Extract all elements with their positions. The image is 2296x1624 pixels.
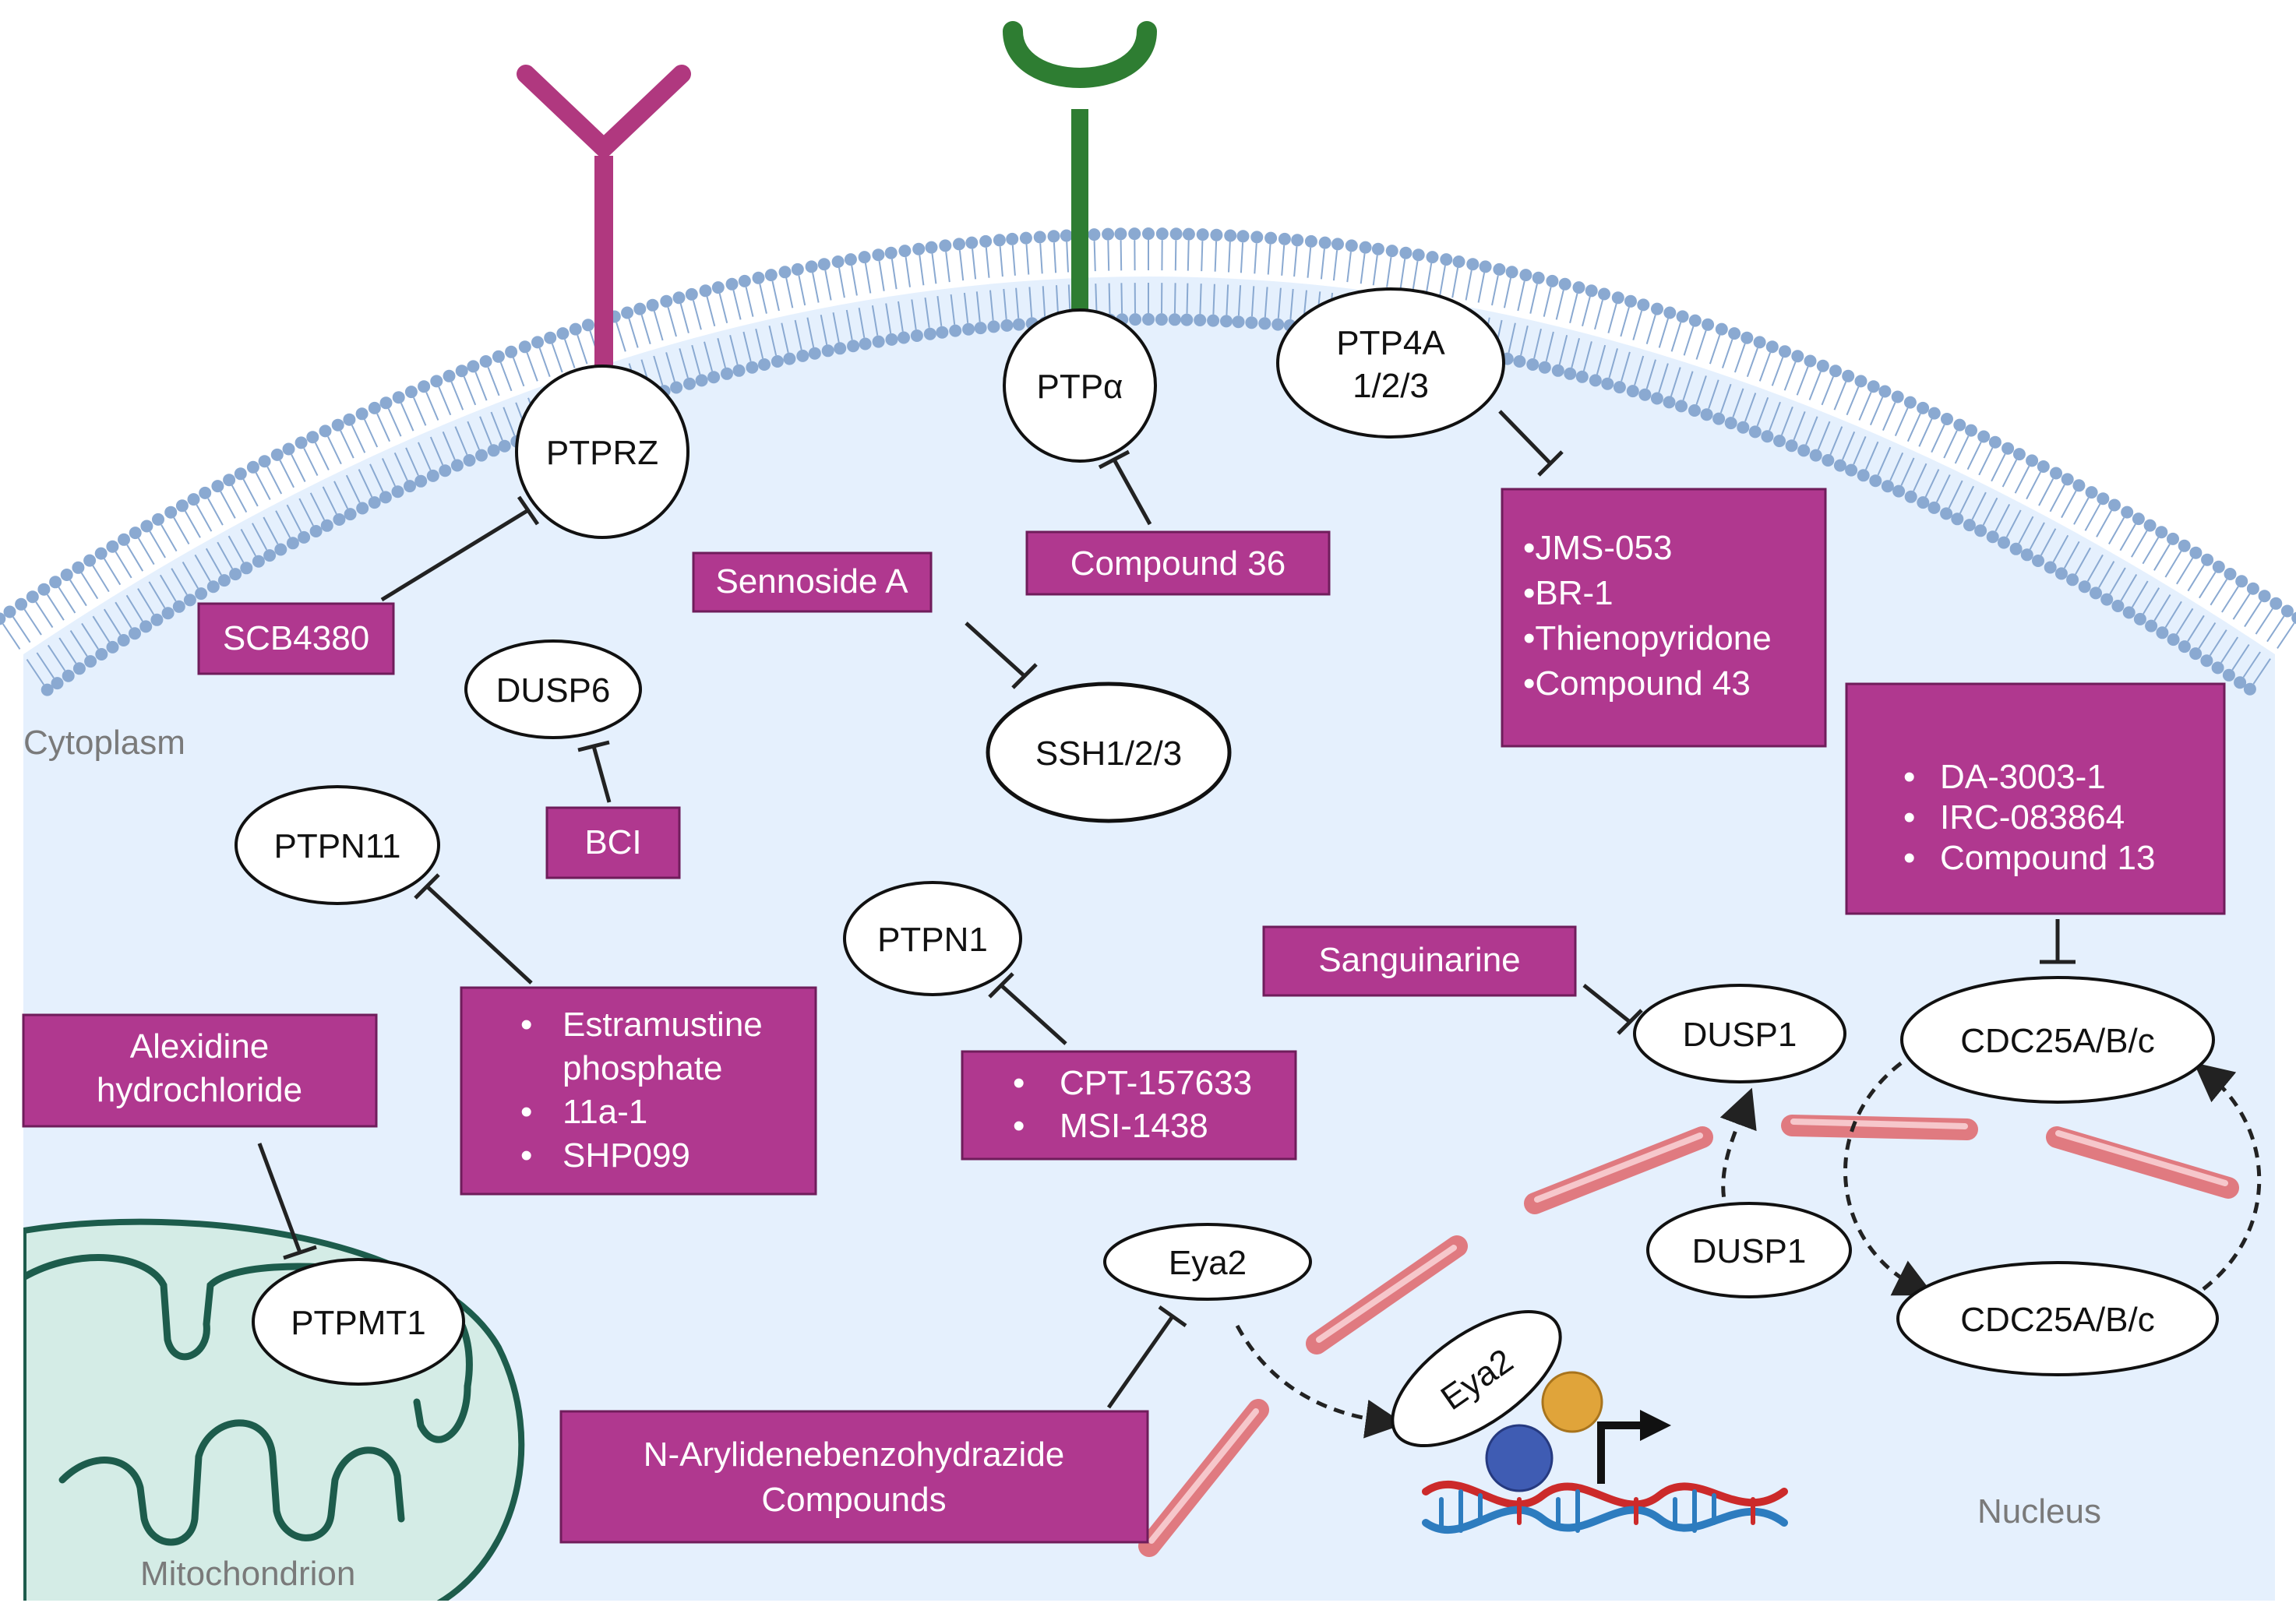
target-dusp1-cytoplasm: DUSP1 — [1633, 984, 1846, 1083]
drug-bci: BCI — [545, 806, 681, 879]
drug-msi1438-label: MSI-1438 — [1060, 1107, 1208, 1145]
drug-arylidene-label-1: N-Arylidenebenzohydrazide — [644, 1436, 1065, 1474]
drug-list-ptp4a: •JMS-053 •BR-1 •Thienopyridone •Compound… — [1501, 488, 1827, 748]
drug-jms053-label: •JMS-053 — [1523, 529, 1672, 567]
target-ptpa-label: PTPα — [1036, 368, 1123, 406]
drug-da30031-label: DA-3003-1 — [1940, 758, 2106, 796]
target-ptp4a-label-1: PTP4A — [1336, 324, 1445, 362]
bullet-glyph: • — [1013, 1107, 1025, 1145]
bullet-glyph: • — [520, 1093, 532, 1131]
target-cdc25-top-label: CDC25A/B/c — [1960, 1022, 2154, 1060]
bullet-glyph: • — [1903, 839, 1915, 877]
inhibition-links — [257, 410, 2076, 1409]
mitochondrion-label: Mitochondrion — [140, 1555, 355, 1593]
target-ptpmt1-label: PTPMT1 — [291, 1304, 426, 1342]
target-eya2-dna-bound: Eya2 — [1391, 1309, 1562, 1448]
ptpa-receptor — [1003, 21, 1157, 323]
bullet-glyph: • — [1013, 1064, 1025, 1102]
target-dusp1-top-label: DUSP1 — [1683, 1016, 1797, 1054]
target-cdc25-nucleus: CDC25A/B/c — [1896, 1261, 2219, 1376]
drug-sennoside-a-label: Sennoside A — [715, 562, 908, 601]
target-ptpa: PTPα — [1003, 308, 1157, 463]
bullet-glyph: • — [1903, 758, 1915, 796]
drug-list-ptpn11: • Estramustine phosphate • 11a-1 • SHP09… — [460, 986, 817, 1196]
target-ssh-label: SSH1/2/3 — [1035, 734, 1182, 773]
target-eya2: Eya2 — [1103, 1223, 1312, 1301]
target-ptpn1-label: PTPN1 — [877, 921, 988, 959]
drug-sanguinarine: Sanguinarine — [1262, 925, 1577, 997]
drug-11a1-label: 11a-1 — [563, 1093, 647, 1131]
drug-arylidene-label-2: Compounds — [761, 1481, 946, 1519]
target-dusp6: DUSP6 — [464, 639, 642, 739]
bullet-glyph: • — [520, 1136, 532, 1175]
target-ptpn11-label: PTPN11 — [273, 827, 400, 865]
dna-helix — [1422, 1480, 1788, 1534]
target-ptpn11: PTPN11 — [235, 785, 440, 905]
drug-list-ptpn1: • CPT-157633 • MSI-1438 — [961, 1050, 1297, 1161]
drug-br1-label: •BR-1 — [1523, 574, 1614, 612]
drug-list-cdc25: • DA-3003-1 • IRC-083864 • Compound 13 — [1845, 682, 2226, 915]
drug-thienopyridone-label: •Thienopyridone — [1523, 619, 1772, 657]
drug-scb4380: SCB4380 — [197, 602, 395, 675]
drug-sanguinarine-label: Sanguinarine — [1318, 941, 1520, 979]
drug-bci-label: BCI — [584, 823, 641, 861]
drug-compound36-label: Compound 36 — [1070, 544, 1286, 583]
target-dusp1-nucleus: DUSP1 — [1646, 1202, 1852, 1298]
transcription-start-arrow — [1597, 1410, 1671, 1484]
drug-alexidine-label-2: hydrochloride — [97, 1071, 302, 1109]
cofactor-blue-sphere — [1485, 1424, 1554, 1492]
activation-arrows — [1235, 1062, 2262, 1439]
drug-alexidine-label-1: Alexidine — [130, 1027, 270, 1066]
bullet-glyph: • — [1903, 798, 1915, 837]
drug-shp099-label: SHP099 — [563, 1136, 690, 1175]
target-ptpn1: PTPN1 — [843, 881, 1022, 996]
bullet-glyph: • — [520, 1006, 532, 1044]
target-dusp6-label: DUSP6 — [496, 671, 611, 710]
drug-compound36: Compound 36 — [1025, 530, 1331, 596]
target-ptpmt1: PTPMT1 — [252, 1258, 465, 1386]
drug-alexidine: Alexidine hydrochloride — [22, 1013, 378, 1128]
drug-compound13-label: Compound 13 — [1940, 839, 2155, 877]
target-ptp4a-label-2: 1/2/3 — [1353, 367, 1429, 405]
cell-membrane — [0, 227, 2296, 696]
target-ptprz-label: PTPRZ — [546, 434, 658, 472]
cytoplasm-label: Cytoplasm — [23, 724, 185, 762]
drug-estramustine-label: Estramustine — [563, 1006, 763, 1044]
target-eya2-label: Eya2 — [1169, 1244, 1247, 1282]
target-ptprz: PTPRZ — [515, 365, 690, 539]
drug-irc083864-label: IRC-083864 — [1940, 798, 2125, 837]
cofactor-orange-sphere — [1541, 1371, 1603, 1433]
drug-cpt157633-label: CPT-157633 — [1060, 1064, 1252, 1102]
target-ptp4a: PTP4A 1/2/3 — [1276, 287, 1505, 439]
nucleus-label: Nucleus — [1977, 1492, 2101, 1531]
target-cdc25-cytoplasm: CDC25A/B/c — [1900, 976, 2215, 1104]
drug-sennoside-a: Sennoside A — [692, 551, 933, 613]
target-cdc25-bottom-label: CDC25A/B/c — [1960, 1301, 2154, 1339]
drug-scb4380-label: SCB4380 — [223, 619, 369, 657]
target-ssh: SSH1/2/3 — [986, 682, 1232, 823]
ptprz-receptor — [517, 65, 691, 370]
drug-compound43-label: •Compound 43 — [1523, 664, 1751, 703]
drug-estramustine-label-2: phosphate — [563, 1049, 723, 1087]
target-dusp1-bottom-label: DUSP1 — [1692, 1232, 1807, 1270]
drug-arylidene: N-Arylidenebenzohydrazide Compounds — [559, 1410, 1149, 1544]
